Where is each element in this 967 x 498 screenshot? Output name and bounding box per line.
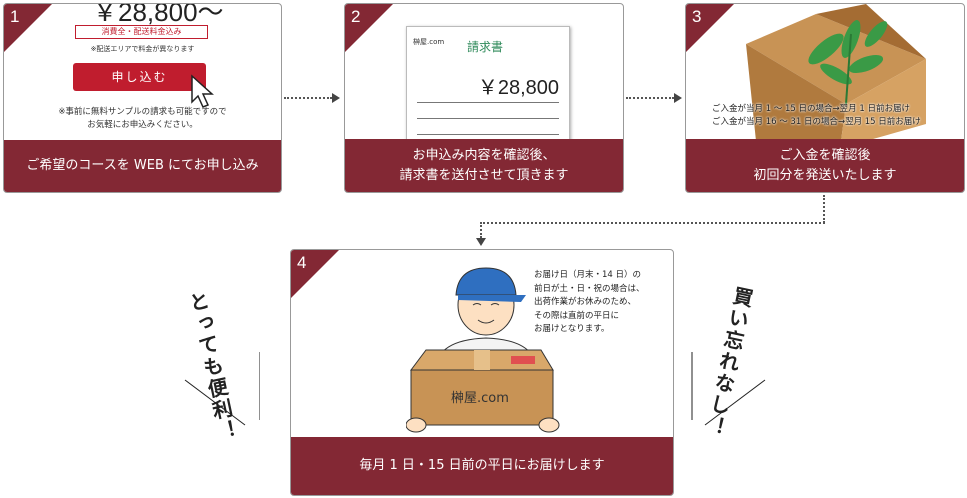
- step-2-card: 榊屋.com 請求書 ￥28,800 2 お申込み内容を確認後、請求書を送付させ…: [344, 3, 624, 193]
- step-3-footer: ご入金を確認後初回分を発送いたします: [686, 139, 964, 192]
- arrow-head: [332, 93, 340, 103]
- delivery-schedule-note: ご入金が当月 1 ～ 15 日の場合→翌月 1 日前お届けご入金が当月 16 ～…: [712, 104, 921, 127]
- corner: [4, 4, 52, 52]
- invoice-logo: 榊屋.com: [413, 38, 445, 46]
- holiday-delivery-note: お届け日（月末・14 日）の前日が土・日・祝の場合は、出荷作業がお休みのため、そ…: [534, 270, 645, 334]
- svg-text:榊屋.com: 榊屋.com: [451, 391, 509, 406]
- corner: [291, 250, 339, 298]
- delivery-person-image: 榊屋.com: [406, 267, 560, 433]
- arrow-head: [476, 238, 486, 246]
- arrow-1-2: [284, 97, 332, 99]
- invoice-amount: ￥28,800: [477, 77, 559, 99]
- corner: [345, 4, 393, 52]
- step-1-footer: ご希望のコースを WEB にてお申し込み: [4, 140, 281, 192]
- corner: [686, 4, 734, 52]
- step-number: 4: [297, 253, 307, 272]
- area-note: ※配送エリアで料金が異なります: [90, 45, 195, 53]
- arrow-3-4: [480, 222, 482, 238]
- arrow-3-4: [480, 222, 825, 224]
- step-2-footer: お申込み内容を確認後、請求書を送付させて頂きます: [345, 139, 623, 192]
- cursor-icon: [191, 74, 214, 108]
- step-number: 1: [10, 7, 20, 26]
- apply-button[interactable]: 申し込む: [73, 63, 206, 91]
- step-3-card: ご入金が当月 1 ～ 15 日の場合→翌月 1 日前お届けご入金が当月 16 ～…: [685, 3, 965, 193]
- box-with-leaves-image: [746, 4, 926, 141]
- invoice-title: 請求書: [467, 40, 504, 54]
- sample-note: ※事前に無料サンプルの請求も可能ですのでお気軽にお申込みください。: [58, 107, 227, 130]
- step-4-card: 榊屋.com お届け日（月末・14 日）の前日が土・日・祝の場合は、出荷作業がお…: [290, 249, 674, 496]
- step-number: 3: [692, 7, 702, 26]
- step-1-card: ￥28,800～ 消費全・配送料金込み ※配送エリアで料金が異なります 申し込む…: [3, 3, 282, 193]
- arrow-2-3: [626, 97, 674, 99]
- step-4-footer: 毎月 1 日・15 日前の平日にお届けします: [291, 437, 673, 495]
- line: [417, 134, 559, 135]
- arrow-3-4: [823, 195, 825, 223]
- accent-lines-right: [691, 352, 766, 426]
- tax-badge: 消費全・配送料金込み: [75, 25, 208, 39]
- accent-lines-left: [184, 352, 260, 426]
- line: [417, 102, 559, 103]
- price: ￥28,800～: [92, 3, 224, 27]
- step-number: 2: [351, 7, 361, 26]
- line: [417, 118, 559, 119]
- arrow-head: [674, 93, 682, 103]
- invoice-image: 榊屋.com 請求書 ￥28,800: [406, 26, 570, 146]
